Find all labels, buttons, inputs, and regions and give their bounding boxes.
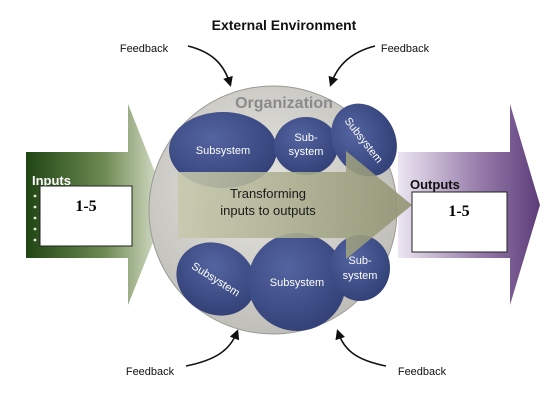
subsystem-bottom-middle: Subsystem (248, 233, 346, 331)
inputs-box-text: 1-5 (75, 198, 96, 215)
svg-text:system: system (343, 270, 378, 282)
svg-text:Sub-: Sub- (348, 255, 372, 267)
outputs-label: Outputs (410, 177, 460, 192)
subsystem-top-middle: Sub- system (274, 117, 338, 175)
outputs-box: 1-5 (411, 191, 508, 253)
subsystem-top-left: Subsystem (169, 112, 277, 188)
organization-label: Organization (235, 95, 333, 112)
feedback-arrow-top-right (328, 45, 376, 87)
transforming-line-2: inputs to outputs (220, 203, 316, 218)
svg-text:Subsystem: Subsystem (270, 277, 324, 289)
feedback-arrow-top-left (187, 45, 233, 87)
outputs-box-text: 1-5 (448, 203, 469, 220)
feedback-label-top-left: Feedback (120, 43, 169, 55)
transforming-line-1: Transforming (230, 186, 306, 201)
subsystem-bottom-right: Sub- system (330, 235, 390, 301)
svg-text:system: system (289, 146, 324, 158)
feedback-arrow-bottom-right (335, 329, 387, 367)
feedback-label-bottom-right: Feedback (398, 366, 447, 378)
svg-text:Subsystem: Subsystem (196, 145, 250, 157)
feedback-label-bottom-left: Feedback (126, 366, 175, 378)
feedback-label-top-right: Feedback (381, 43, 430, 55)
feedback-arrow-bottom-left (185, 329, 240, 367)
subsystem-top-right: Subsystem (331, 103, 397, 177)
subsystem-bottom-left: Subsystem (176, 242, 256, 316)
svg-text:Sub-: Sub- (294, 132, 318, 144)
inputs-dots (33, 194, 37, 242)
transforming-arrow (178, 151, 412, 259)
inputs-box: 1-5 (39, 185, 133, 247)
external-environment-title: External Environment (212, 17, 357, 33)
inputs-label: Inputs (32, 173, 71, 188)
